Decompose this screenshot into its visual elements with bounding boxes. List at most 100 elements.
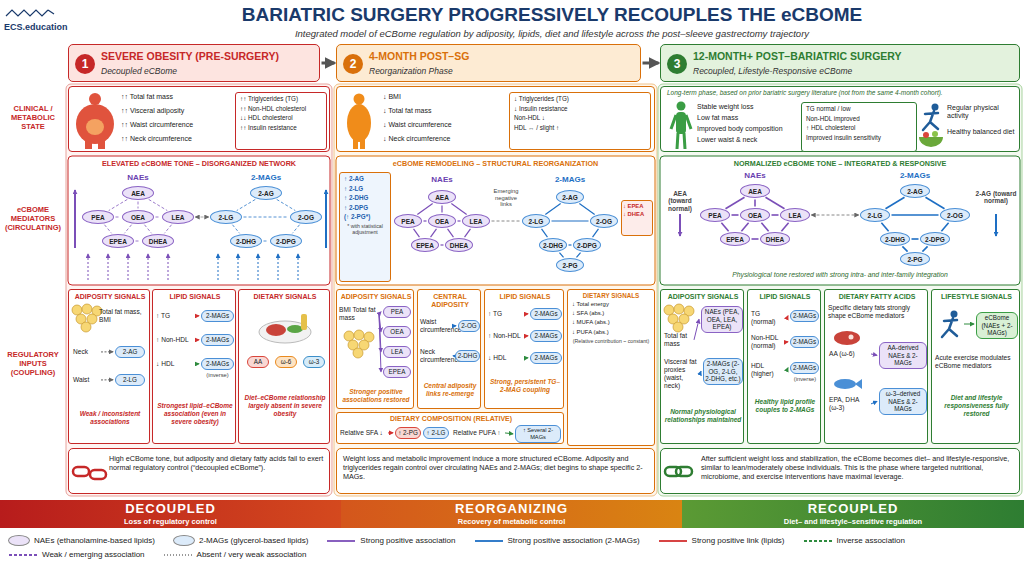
mediator-panel: ELEVATED eCBOME TONE – DISORGANIZED NETW… — [68, 156, 330, 285]
connector — [458, 220, 461, 221]
legend-text: Absent / very weak association — [197, 550, 307, 559]
obese-icon — [86, 119, 104, 135]
clinical-item: Lower waist & neck — [697, 136, 797, 144]
mediator-panel: NORMALIZED eCBOME TONE – INTEGRATED & RE… — [660, 156, 1020, 285]
mid-icon — [347, 104, 371, 142]
connector — [902, 246, 907, 251]
info-box: TG normal / lowNon-HDL improved↑ HDL cho… — [801, 102, 917, 152]
arrow-line — [196, 339, 199, 340]
column-backdrop — [658, 84, 1022, 496]
body-text: Acute exercise modulates eCBome mediator… — [935, 354, 1018, 370]
phase-header: 24-MONTH POST–SGReorganization Phase — [336, 44, 641, 82]
mediator-name: PEA — [91, 214, 104, 221]
legend-line — [327, 540, 355, 542]
body-text: Waist — [73, 376, 99, 384]
connector — [465, 229, 471, 237]
mediator-pill: AA-derived NAEs & 2-MAGs — [879, 342, 927, 369]
mediator-ellipse: DHEA — [445, 238, 473, 252]
fat-icon — [82, 304, 92, 314]
connector — [721, 223, 728, 232]
panel-ground — [660, 156, 1020, 285]
mediator-ellipse: AEA — [740, 184, 770, 198]
body-text: ↑ TG — [156, 312, 194, 320]
body-text: Total fat mass — [664, 332, 692, 348]
mediator-pill: 2-MAGs — [201, 334, 234, 346]
body-text: Relative SFA ↓ — [340, 429, 386, 437]
slim-icon — [676, 112, 686, 134]
panel-heading: DIETARY COMPOSITION (RELATIVE) — [337, 415, 565, 423]
salad-icon — [932, 131, 938, 137]
phase-number: 1 — [75, 54, 95, 74]
food-icon — [301, 314, 307, 330]
connector — [109, 199, 128, 210]
mediator-name: LEA — [789, 212, 802, 219]
body-text: Neck circumference — [420, 348, 452, 364]
mediator-pill: ↑ 2-PG — [395, 427, 421, 439]
mediator-ellipse: EPEA — [720, 232, 750, 246]
panel-ground — [336, 156, 655, 285]
clinical-item: Improved body composition — [697, 125, 797, 133]
clinical-item: Regular physical activity — [947, 104, 1017, 121]
mediator-name: LEA — [172, 214, 185, 221]
legend-item: Weak / emerging association — [8, 550, 145, 559]
body-text: Specific dietary fats strongly shape eCB… — [828, 304, 926, 320]
clinical-item: ↓ BMI — [383, 93, 495, 101]
family-label: NAEs — [82, 173, 194, 182]
mediator-name: 2-DHG — [885, 236, 905, 243]
row-label: REGULATORY INPUTS (COUPLING) — [2, 350, 64, 377]
clinical-item: ↑ 2-DPG — [344, 204, 386, 212]
fish-icon — [855, 379, 862, 389]
arrow-line — [871, 354, 877, 355]
mediator-pill: PEA — [383, 306, 411, 318]
body-text: Non-HDL (normal) — [751, 334, 785, 350]
clinical-item: (↑ 2-PG*) — [344, 213, 386, 221]
arrow-line — [787, 316, 788, 318]
legend-text: Strong positive link (lipids) — [692, 536, 785, 545]
column-backdrop — [334, 84, 657, 496]
mediator-ellipse: 2-LG — [210, 210, 242, 224]
clinical-item: Improved insulin sensitivity — [806, 134, 912, 142]
mediator-name: AEA — [435, 194, 449, 201]
connector — [244, 217, 289, 218]
logo-text: ECS.education — [4, 22, 84, 32]
clinical-item: ↑ 2-AG — [344, 175, 386, 183]
logo-molecule — [6, 10, 54, 16]
arrow-line — [148, 254, 149, 280]
mediator-pill: 2-DHG — [455, 350, 480, 362]
mediator-ellipse: 2-DHG — [880, 232, 910, 246]
clinical-panel: ↓ BMI↓ Total fat mass↓ Waist circumferen… — [336, 86, 655, 152]
phase-subtitle: Reorganization Phase — [369, 66, 636, 76]
phase-subtitle: Decoupled eCBome — [101, 66, 315, 76]
meat-icon — [849, 335, 854, 340]
clinical-item: ↓ Insulin resistance — [514, 105, 646, 113]
body-text: EPA, DHA (ω-3) — [829, 396, 869, 412]
connector — [885, 197, 904, 208]
connector — [277, 199, 296, 210]
connector — [424, 220, 427, 221]
connector — [232, 225, 239, 234]
trend-label: AEA (toward normal) — [662, 190, 698, 212]
connector — [414, 229, 420, 237]
summary-box: After sufficient weight loss and stabili… — [660, 448, 1020, 494]
mediator-pill: ↑ Several 2-MAGs — [515, 425, 561, 443]
connector — [322, 62, 335, 65]
arrow-line — [108, 254, 109, 280]
connector — [149, 199, 168, 210]
mediator-name: AEA — [131, 190, 145, 197]
family-label: NAEs — [394, 175, 490, 184]
mediator-pill: 2-MAGs — [201, 310, 234, 322]
body-text: Total fat mass, BMI — [99, 308, 149, 324]
diagram-title: BARIATRIC SURGERY PROGRESSIVELY RECOUPLE… — [90, 4, 1014, 26]
mediator-name: LEA — [470, 218, 483, 225]
mediator-ellipse: OEA — [428, 214, 456, 228]
connector — [593, 229, 599, 237]
mid-icon — [360, 137, 365, 149]
legend: NAEs (ethanolamine-based lipids)2-MAGs (… — [8, 535, 1016, 559]
fat-icon — [354, 330, 364, 340]
obese-icon — [85, 139, 92, 149]
mediator-name: 2-DPG — [925, 236, 945, 243]
connector — [725, 197, 744, 208]
band-subtitle: Loss of regulatory control — [0, 517, 341, 526]
obese-icon — [98, 139, 105, 149]
